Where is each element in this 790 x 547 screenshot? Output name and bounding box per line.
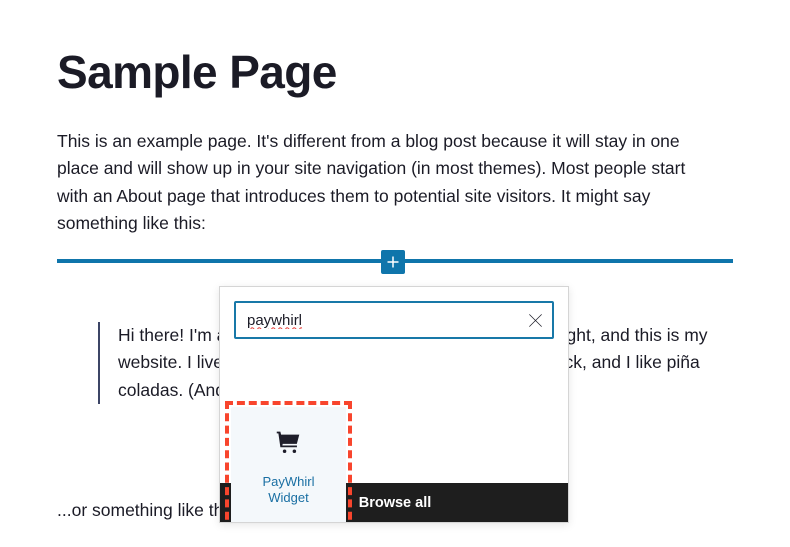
- shopping-cart-icon: [275, 428, 303, 458]
- page-title: Sample Page: [57, 45, 337, 98]
- trailing-paragraph: ...or something like this:: [57, 499, 241, 520]
- block-results-area: PayWhirl Widget: [220, 339, 568, 522]
- plus-icon: [385, 254, 401, 270]
- search-input-value[interactable]: paywhirl: [247, 311, 303, 329]
- intro-paragraph: This is an example page. It's different …: [57, 130, 686, 234]
- block-result-label-line-2: Widget: [268, 489, 309, 505]
- search-row: paywhirl: [220, 287, 568, 339]
- block-inserter-plus-button[interactable]: [381, 250, 405, 274]
- close-icon: [528, 313, 543, 328]
- block-result-label: PayWhirl Widget: [262, 474, 314, 505]
- block-result-paywhirl-widget[interactable]: PayWhirl Widget: [231, 407, 346, 522]
- block-result-label-line-1: PayWhirl: [262, 474, 315, 489]
- block-inserter-popover: paywhirl: [219, 286, 569, 523]
- search-input[interactable]: paywhirl: [234, 301, 554, 339]
- search-clear-button[interactable]: [518, 303, 552, 337]
